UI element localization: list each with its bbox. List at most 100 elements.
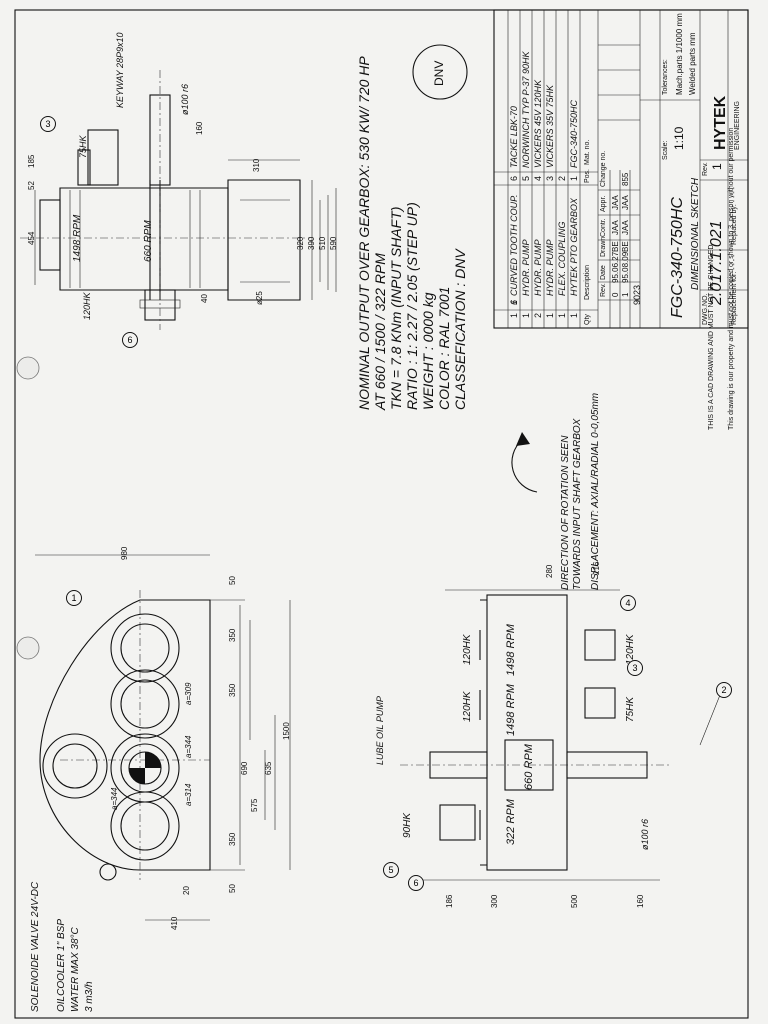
- scale-value: 1:10: [672, 126, 686, 150]
- rev-1-change: 855: [621, 172, 630, 186]
- balloon-3b: 3: [627, 660, 643, 676]
- qty-1: 1: [569, 312, 579, 318]
- top-rpm-322: 322 RPM: [505, 799, 517, 845]
- rotation-note-1: DIRECTION OF ROTATION SEEN: [560, 435, 571, 590]
- front-bottom-20: 20: [182, 886, 191, 895]
- pos-4: 4: [533, 175, 543, 181]
- front-space-350b: 350: [228, 683, 237, 697]
- front-h-1500: 1500: [282, 722, 291, 740]
- top-dim-500: 500: [570, 894, 579, 908]
- front-water-max: WATER MAX 38°C: [70, 927, 81, 1012]
- rev-1-date: 95.08.09: [621, 251, 630, 283]
- front-space-50a: 50: [228, 576, 237, 585]
- drawing-subtitle: DIMENSIONAL SKETCH: [690, 177, 701, 290]
- parts-header-pos: Pos.: [584, 168, 591, 183]
- part-6-qty: 1: [509, 299, 519, 305]
- top-lube-pump: LUBE OIL PUMP: [375, 696, 385, 765]
- front-space-50b: 50: [228, 884, 237, 893]
- side-shaft-dia: ø100 r6: [180, 83, 190, 115]
- part-1-remark: FGC-340-750HC: [569, 99, 579, 168]
- side-dim-310: 310: [252, 158, 261, 172]
- top-hk-75: 75HK: [625, 696, 636, 722]
- gear-1: [110, 613, 180, 683]
- part-6-name: CURVED TOOTH COUP.: [509, 194, 519, 296]
- top-rpm-660: 660 RPM: [523, 744, 535, 790]
- qty-6: 1: [509, 312, 519, 318]
- qty-3: 1: [545, 312, 555, 318]
- top-rpm-1498-1: 1498 RPM: [505, 624, 517, 676]
- rev-1-cont: JAA: [621, 220, 630, 235]
- spec-note-color: COLOR : RAL 7001: [436, 286, 452, 410]
- side-dim-320: 320: [296, 236, 305, 250]
- front-view: [35, 554, 291, 921]
- rev-header-date: Date: [600, 265, 607, 280]
- cad-notice: THIS IS A CAD DRAWING AND MUST NOT BE CH…: [708, 244, 715, 430]
- pos-3: 3: [545, 175, 555, 181]
- top-hk-120-2: 120HK: [462, 691, 473, 722]
- top-shaft-dia: ø100 r6: [640, 818, 650, 850]
- side-dim-510: 510: [318, 236, 327, 250]
- gear-4: [110, 791, 180, 861]
- pos-5: 5: [521, 175, 531, 181]
- scale-label: Scale:: [662, 140, 669, 160]
- part-5-name: HYDR. PUMP: [521, 239, 531, 296]
- rotation-note-3: DISPLACEMENT: AXIAL/RADIAL 0-0,05mm: [590, 392, 601, 590]
- top-dim-160: 160: [636, 894, 645, 908]
- part-4-remark: VICKERS 45V 120HK: [533, 79, 543, 168]
- sheet-border: [14, 9, 749, 1019]
- front-a344: a=344: [184, 735, 193, 758]
- balloon-6b: 6: [408, 875, 424, 891]
- rev-header-cont: Contr.: [600, 218, 607, 237]
- front-a314: a=314: [184, 783, 193, 806]
- spec-note-output: NOMINAL OUTPUT OVER GEARBOX: 530 KW/ 720…: [356, 56, 372, 410]
- front-solenoid: SOLENOIDE VALVE 24V-DC: [30, 881, 41, 1012]
- front-bottom-410: 410: [170, 916, 179, 930]
- tolerances-label: Tolerances:: [662, 59, 669, 95]
- rev-header-appr: Appr.: [600, 195, 607, 212]
- side-dim-160: 160: [195, 121, 204, 135]
- qty-4: 2: [533, 312, 543, 318]
- balloon-2: 2: [716, 682, 732, 698]
- rev-header-change: Change no.: [600, 150, 607, 187]
- rotation-note-2: TOWARDS INPUT SHAFT GEARBOX: [572, 418, 583, 590]
- qty-5: 1: [521, 312, 531, 318]
- part-2-name: FLEX. COUPLING: [557, 221, 567, 296]
- side-dim-40: 40: [200, 294, 209, 303]
- part-6-remark: TACKE LBK-70: [509, 106, 519, 168]
- rev-0-cont: JAA: [611, 220, 620, 235]
- front-h-690: 690: [240, 761, 249, 775]
- side-keyway: KEYWAY 28P9x10: [115, 32, 125, 108]
- part-3-remark: VICKERS 35V 75HK: [545, 84, 555, 168]
- balloon-1: 1: [66, 590, 82, 606]
- side-view: [20, 70, 337, 330]
- top-hk-90: 90HK: [402, 812, 413, 838]
- title-block: [493, 9, 749, 329]
- side-dim-390: 390: [307, 236, 316, 250]
- rev-header-rev: Rev.: [600, 283, 607, 297]
- pos-1: 1: [569, 175, 579, 181]
- rev-label: Rev.: [702, 162, 709, 176]
- front-a309: a=309: [184, 682, 193, 705]
- rev-0-date: 95.06.27: [611, 251, 620, 283]
- spec-note-torque: TKN = 7.8 KNm (INPUT SHAFT): [388, 206, 404, 410]
- front-h-635: 635: [264, 761, 273, 775]
- top-dim-186: 186: [445, 894, 454, 908]
- punch-hole-bottom: [16, 636, 40, 660]
- side-dim-185: 185: [27, 154, 36, 168]
- parts-header-matno: Mat. no.: [584, 139, 591, 165]
- pos-2: 2: [557, 175, 567, 181]
- front-flow: 3 m3/h: [84, 981, 95, 1012]
- rev-1-rev: 1: [621, 292, 630, 297]
- rev-1-drawn: BE: [621, 241, 630, 252]
- property-notice: This drawing is our property and must no…: [728, 127, 735, 430]
- top-hk-120-1: 120HK: [462, 634, 473, 665]
- company-logo-sub: ENGINEERING: [734, 100, 741, 150]
- side-dim-590: 590: [329, 236, 338, 250]
- drawing-title: FGC-340-750HC: [669, 197, 686, 318]
- side-pump-75: 75HK: [78, 135, 88, 158]
- part-1-name: HYTEK PTO GEARBOX: [569, 198, 579, 296]
- side-dim-25: ø25: [255, 291, 264, 305]
- top-dim-216: 216: [592, 561, 601, 575]
- side-rpm-in: 660 RPM: [143, 220, 154, 262]
